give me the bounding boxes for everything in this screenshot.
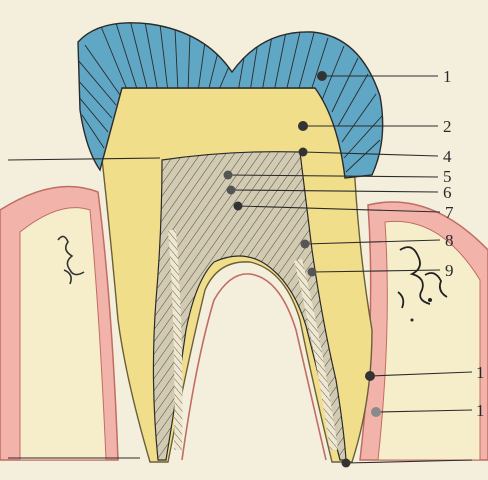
point-1 — [317, 71, 327, 81]
label-7: 7 — [445, 203, 454, 222]
point-10 — [365, 371, 375, 381]
point-7 — [234, 202, 243, 211]
left-gingiva — [0, 186, 118, 460]
point-4 — [299, 148, 308, 157]
label-2: 2 — [443, 117, 452, 136]
point-2 — [298, 121, 308, 131]
label-8: 8 — [445, 231, 454, 250]
label-6: 6 — [443, 183, 452, 202]
label-4: 4 — [443, 147, 452, 166]
point-11 — [371, 407, 381, 417]
point-8 — [301, 240, 310, 249]
point-12 — [342, 459, 351, 468]
label-10: 1 — [476, 363, 485, 382]
label-1: 1 — [443, 67, 452, 86]
label-11: 1 — [476, 401, 485, 420]
point-5 — [224, 171, 233, 180]
point-6 — [227, 186, 236, 195]
point-9 — [308, 268, 317, 277]
label-9: 9 — [445, 261, 454, 280]
